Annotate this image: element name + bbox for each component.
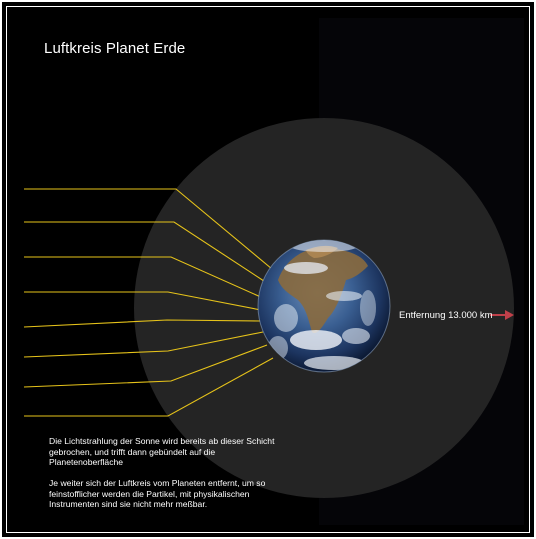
diagram-title: Luftkreis Planet Erde — [44, 40, 186, 57]
light-ray — [23, 319, 262, 328]
light-ray — [24, 188, 273, 270]
frame-border — [6, 6, 530, 533]
light-ray — [23, 331, 264, 358]
light-rays — [23, 188, 274, 417]
light-ray — [24, 256, 264, 299]
caption-particles: Je weiter sich der Luftkreis vom Planete… — [49, 478, 266, 509]
diagram-graphic — [23, 118, 514, 498]
light-ray — [23, 344, 268, 388]
distance-label: Entfernung 13.000 km — [399, 310, 493, 321]
distance-arrow — [490, 310, 514, 320]
earth-globe — [257, 239, 391, 373]
light-ray — [24, 221, 268, 284]
caption-light-refraction: Die Lichtstrahlung der Sonne wird bereit… — [49, 436, 275, 467]
light-ray — [24, 291, 262, 311]
diagram-canvas: Luftkreis Planet Erde Entfernung 13.000 … — [16, 18, 524, 525]
light-ray — [24, 357, 274, 417]
